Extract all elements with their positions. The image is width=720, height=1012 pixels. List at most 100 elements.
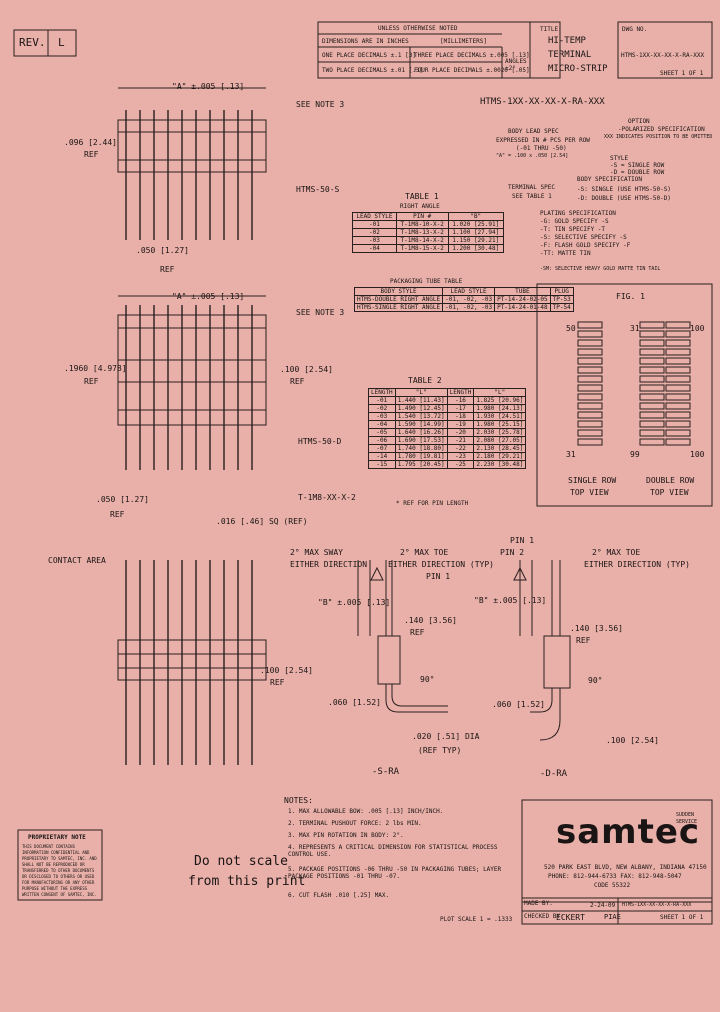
table2-cell: 1.930 [24.51] bbox=[473, 412, 527, 421]
fig1-double-pin-left bbox=[639, 384, 665, 392]
fig1-double-pin-right bbox=[665, 375, 691, 383]
s-ra-label: -S-RA bbox=[372, 767, 400, 777]
fig1-single-pin bbox=[577, 393, 603, 401]
tolerance-header: UNLESS OTHERWISE NOTED bbox=[378, 25, 458, 32]
table1-cell: T-1M8-13-X-2 bbox=[395, 228, 449, 237]
table2-cell: 1.690 [17.53] bbox=[394, 436, 448, 445]
tolerance-row1-left: ONE PLACE DECIMALS ±.1 [3] bbox=[322, 52, 416, 59]
fig1-single-pin bbox=[577, 366, 603, 374]
fig1-double-pin-right bbox=[665, 330, 691, 338]
fig1-double-caption-2: TOP VIEW bbox=[650, 488, 689, 497]
htms-d-label: HTMS-50-D bbox=[298, 437, 342, 446]
packaging-cell: PT-14-24-01-48 bbox=[494, 303, 551, 312]
plating-desc-2: -T: TIN SPECIFY -T bbox=[540, 226, 606, 233]
dim-140-s: .140 [3.56] bbox=[404, 616, 457, 625]
company-sheet: SHEET 1 OF 1 bbox=[660, 914, 704, 921]
title-line-1: HI-TEMP bbox=[548, 36, 586, 46]
table2-cell: -15 bbox=[368, 460, 396, 469]
table1-cell: T-1M8-14-X-2 bbox=[395, 236, 449, 245]
company-addr-2: PHONE: 812-944-6733 FAX: 812-948-5047 bbox=[548, 873, 682, 880]
dim-100-ref: REF bbox=[290, 377, 305, 386]
dim-140-d-ref: REF bbox=[576, 636, 591, 645]
company-part: HTMS-1XX-XX-XX-X-RA-XXX bbox=[622, 902, 692, 908]
fig1-double-caption-1: DOUBLE ROW bbox=[646, 476, 695, 485]
pin2-label-d: PIN 2 bbox=[500, 548, 525, 557]
fig1-double-pin-left bbox=[639, 357, 665, 365]
table2-header-cell: LENGTH bbox=[446, 388, 475, 397]
plating-desc-4: -F: FLASH GOLD SPECIFY -F bbox=[540, 242, 631, 249]
table2-cell: 1.590 [14.99] bbox=[394, 420, 448, 429]
table2-cell: 2.230 [30.48] bbox=[473, 460, 527, 469]
fig1-double-bottom-right: 100 bbox=[690, 450, 705, 459]
sheet-label: SHEET 1 OF 1 bbox=[660, 70, 704, 77]
fig1-double-pin-right bbox=[665, 357, 691, 365]
fig1-double-pin-right bbox=[665, 339, 691, 347]
table2-cell: 1.795 [20.45] bbox=[394, 460, 448, 469]
see-note3-top: SEE NOTE 3 bbox=[296, 100, 345, 109]
tolerance-sub-left: DIMENSIONS ARE IN INCHES bbox=[322, 38, 409, 45]
table1-cell: T-1M8-10-X-2 bbox=[395, 220, 449, 229]
table2-cell: -05 bbox=[368, 428, 396, 437]
packaging-title: PACKAGING TUBE TABLE bbox=[390, 278, 463, 285]
note-1: 1. MAX ALLOWABLE BOW: .005 [.13] INCH/IN… bbox=[288, 808, 444, 815]
table2-header-cell: LENGTH bbox=[368, 388, 396, 397]
table1-cell: 1.100 [27.94] bbox=[447, 228, 504, 237]
fig1-double-pin-right bbox=[665, 429, 691, 437]
see-note3-mid: SEE NOTE 3 bbox=[296, 308, 345, 317]
table2-cell: -22 bbox=[446, 444, 475, 453]
tolerance-row2-left: TWO PLACE DECIMALS ±.01 [.3] bbox=[322, 67, 424, 74]
packaging-cell: -01, -02, -03 bbox=[442, 303, 496, 312]
tolerance-row2-right: FOUR PLACE DECIMALS ±.0020 [.05] bbox=[414, 67, 530, 74]
fig1-single-pin bbox=[577, 375, 603, 383]
style-desc-1: -S = SINGLE ROW bbox=[610, 162, 665, 169]
note-4: 4. REPRESENTS A CRITICAL DIMENSION FOR S… bbox=[288, 844, 498, 858]
fig1-single-top: 50 bbox=[566, 324, 576, 333]
table2-cell: 1.640 [16.26] bbox=[394, 428, 448, 437]
table2-cell: 1.540 [13.72] bbox=[394, 412, 448, 421]
body-lead-desc-1: EXPRESSED IN # PCS PER ROW bbox=[496, 137, 590, 144]
rev-value: L bbox=[58, 36, 65, 49]
table2-cell: -04 bbox=[368, 420, 396, 429]
checked-by-label: CHECKED BY: bbox=[524, 913, 564, 920]
table1-cell: -02 bbox=[352, 228, 397, 237]
dim-016: .016 [.46] SQ (REF) bbox=[216, 517, 308, 526]
plating-desc-1: -G: GOLD SPECIFY -S bbox=[540, 218, 609, 225]
style-label: STYLE bbox=[610, 155, 629, 162]
table2-cell: -03 bbox=[368, 412, 396, 421]
table2-header-cell: "L" bbox=[473, 388, 527, 397]
note-3: 3. MAX PIN ROTATION IN BODY: 2°. bbox=[288, 832, 404, 839]
made-by-label: MADE BY: bbox=[524, 900, 553, 907]
samtec-logo: samtec bbox=[556, 812, 701, 852]
fig1-double-pin-right bbox=[665, 366, 691, 374]
option-desc-1: -POLARIZED SPECIFICATION bbox=[618, 126, 705, 133]
fig1-single-pin bbox=[577, 330, 603, 338]
contact-area-label: CONTACT AREA bbox=[48, 556, 106, 565]
packaging-cell: HTMS-DOUBLE RIGHT ANGLE bbox=[353, 295, 444, 304]
dim-a-mid: "A" ±.005 [.13] bbox=[172, 292, 245, 301]
table2-cell: 2.030 [25.78] bbox=[473, 428, 527, 437]
table1-cell: 1.150 [29.21] bbox=[447, 236, 504, 245]
fig1-single-pin bbox=[577, 420, 603, 428]
fig1-single-pin bbox=[577, 402, 603, 410]
packaging-header-cell: TUBE bbox=[494, 287, 551, 296]
proprietary-title: PROPRIETARY NOTE bbox=[28, 834, 86, 841]
dim-100-front: .100 [2.54] bbox=[260, 666, 313, 675]
fig1-single-pin bbox=[577, 384, 603, 392]
tolerance-sub-right: [MILLIMETERS] bbox=[440, 38, 487, 45]
plating-desc-3: -S: SELECTIVE SPECIFY -S bbox=[540, 234, 627, 241]
dim-100-front-ref: REF bbox=[270, 678, 285, 687]
title-line-3: MICRO-STRIP bbox=[548, 64, 608, 74]
fig1-double-pin-right bbox=[665, 402, 691, 410]
table1-header-cell: LEAD STYLE bbox=[352, 212, 397, 221]
angle-90-s: 90° bbox=[420, 675, 435, 684]
